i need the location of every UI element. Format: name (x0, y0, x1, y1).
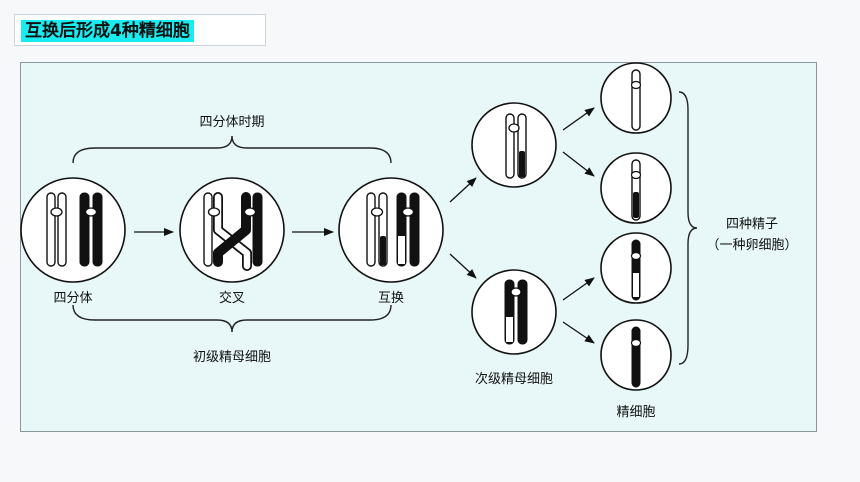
right-brace (678, 91, 698, 365)
title-box: 互换后形成4种精细胞 (14, 14, 266, 46)
label-exchange: 互换 (378, 291, 404, 306)
label-tetrad: 四分体 (53, 291, 92, 306)
spermatid-3 (600, 232, 672, 304)
label-primary-spermatocyte: 初级精母细胞 (193, 350, 271, 365)
spermatid-1 (600, 62, 672, 134)
label-one-egg-note: （一种卵细胞） (706, 238, 797, 253)
secondary-cell-bottom (471, 269, 557, 355)
slide-title: 互换后形成4种精细胞 (21, 20, 194, 42)
crossover-cell (179, 177, 285, 283)
label-crossover: 交叉 (219, 290, 245, 306)
spermatid-4 (600, 319, 672, 391)
arrow-to-spermatid-3 (562, 277, 595, 301)
secondary-cell-top (471, 102, 557, 188)
arrow-to-secondary-top (449, 177, 477, 203)
exchange-cell (338, 177, 444, 283)
label-spermatid: 精细胞 (616, 405, 655, 420)
arrow-to-spermatid-4 (562, 321, 595, 344)
label-tetrad-period: 四分体时期 (199, 115, 264, 130)
arrow-to-spermatid-1 (562, 107, 595, 131)
top-brace (72, 135, 392, 164)
label-four-sperm-types: 四种精子 (726, 217, 778, 232)
arrow-to-secondary-bottom (449, 253, 477, 279)
label-secondary-spermatocyte: 次级精母细胞 (475, 371, 553, 387)
arrow-to-spermatid-2 (562, 151, 595, 177)
bottom-brace (72, 304, 392, 333)
spermatid-2 (600, 152, 672, 224)
tetrad-cell (20, 177, 126, 283)
